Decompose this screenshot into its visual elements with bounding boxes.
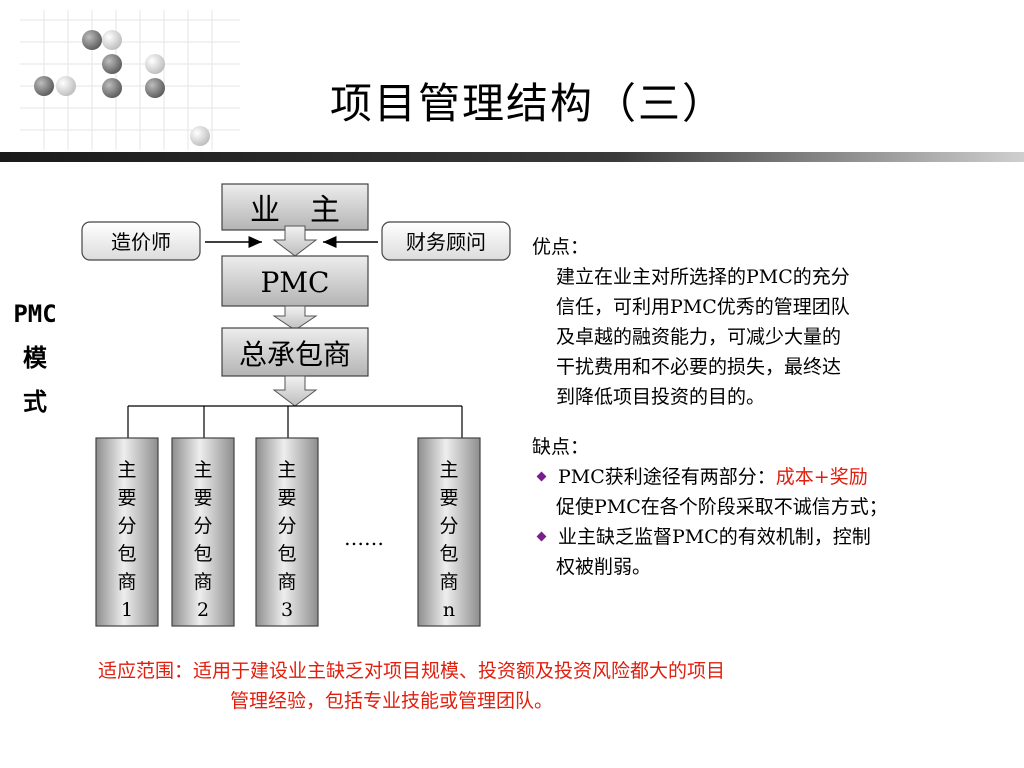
disadvantage-1-line2: 促使PMC在各个阶段采取不诚信方式； [556,496,888,518]
scope-note: 适应范围：适用于建设业主缺乏对项目规模、投资额及投资风险都大的项目 管理经验，包… [98,656,978,716]
subcontractor-char: 包 [439,543,458,565]
page-title: 项目管理结构（三） [330,79,727,128]
subcontractor-connectors [127,405,463,438]
cost-engineer-label: 造价师 [111,230,171,254]
advantages-line: 干扰费用和不必要的损失，最终达 [556,356,842,378]
decorative-dots [20,10,240,150]
subcontractor-char: 要 [117,487,136,509]
scope-line-2: 管理经验，包括专业技能或管理团队。 [230,690,554,712]
disadvantage-2-line2: 权被削弱。 [556,556,652,578]
advantages-heading: 优点： [532,236,590,258]
subcontractor-char: 主 [439,459,458,481]
subcontractor-char: 商 [117,571,136,593]
disadvantages-heading: 缺点： [532,436,590,458]
disadvantage-item-2: 业主缺乏监督PMC的有效机制，控制 [532,522,972,552]
subcontractor-char: 2 [197,599,209,621]
subcontractor-char: 要 [439,487,458,509]
owner-label: 业 主 [250,193,340,228]
advantages-line: 建立在业主对所选择的PMC的充分 [556,266,850,288]
owner-box: 业 主 [221,183,369,231]
pmc-mode-label: PMC 模 式 [6,292,64,424]
subcontractor-char: 主 [277,459,296,481]
subcontractor-char: 商 [193,571,212,593]
subcontractor-char: 主 [117,459,136,481]
subcontractor-char: 要 [277,487,296,509]
disadvantage-1-highlight: 成本+奖励 [775,466,868,488]
subcontractor-char: 3 [281,599,293,621]
advantages-line: 到降低项目投资的目的。 [556,386,766,408]
title-divider-bar [0,152,1024,162]
financial-advisor-label: 财务顾问 [406,230,486,254]
financial-advisor-box: 财务顾问 [381,221,511,261]
subcontractor-char: 商 [439,571,458,593]
pmc-box: PMC [221,255,369,307]
subcontractor-char: 分 [277,515,296,537]
pmc-structure-diagram: 业 主 造价师 财务顾问 PMC 总承包商 主要分包商1主要分包商2主要分包商3… [81,183,511,627]
down-arrow-owner-pmc [272,225,318,257]
side-label-shi: 式 [23,387,47,416]
subcontractor-char: 1 [121,599,133,621]
subcontractor-char: 包 [193,543,212,565]
subcontractor-char: 商 [277,571,296,593]
cost-engineer-box: 造价师 [81,221,201,261]
subcontractor-char: 包 [277,543,296,565]
subcontractor-char: 包 [117,543,136,565]
disadvantage-1-text: PMC获利途径有两部分： [558,466,776,488]
general-contractor-box: 总承包商 [221,327,369,377]
general-contractor-label: 总承包商 [239,338,351,371]
subcontractor-char: 分 [439,515,458,537]
down-arrow-pmc-contractor [272,305,318,331]
disadvantage-item-1: PMC获利途径有两部分：成本+奖励 [532,462,972,492]
subcontractor-char: 要 [193,487,212,509]
subcontractor-char: 分 [117,515,136,537]
scope-line-1: 适应范围：适用于建设业主缺乏对项目规模、投资额及投资风险都大的项目 [98,660,726,682]
side-label-pmc: PMC [13,300,57,328]
ellipsis: …… [344,526,384,550]
pmc-label: PMC [261,266,330,299]
advantages-line: 信任，可利用PMC优秀的管理团队 [556,296,850,318]
subcontractor-char: 分 [193,515,212,537]
advantages-line: 及卓越的融资能力，可减少大量的 [556,326,842,348]
subcontractor-char: n [443,599,455,621]
side-label-mo: 模 [23,343,47,372]
pros-cons-panel: 优点： 建立在业主对所选择的PMC的充分 信任，可利用PMC优秀的管理团队 及卓… [532,232,972,582]
down-arrow-contractor-subs [272,375,318,407]
subcontractor-char: 主 [193,459,212,481]
